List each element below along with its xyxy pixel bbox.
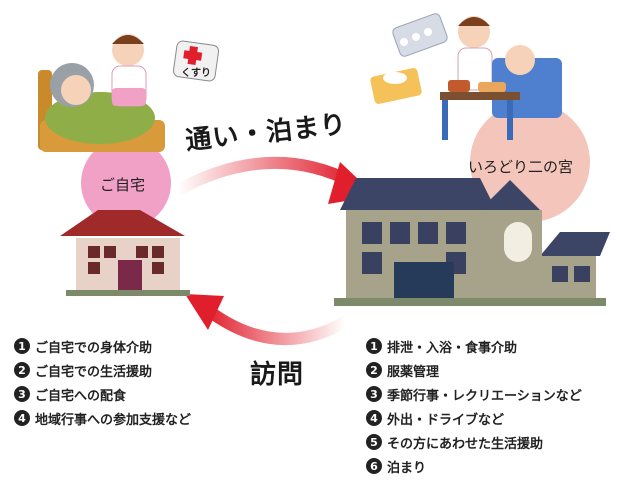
list-item-text: ご自宅への配食 <box>35 388 127 404</box>
number-badge: 4 <box>14 410 30 426</box>
list-item-text: その方にあわせた生活援助 <box>387 436 544 452</box>
home-service-list: 1 ご自宅での身体介助 2 ご自宅での生活援助 3 ご自宅への配食 4 地域行事への参加… <box>14 334 191 430</box>
number-badge: 1 <box>14 338 30 354</box>
list-item-text: 排泄・入浴・食事介助 <box>387 340 518 356</box>
facility-service-list: 1 排泄・入浴・食事介助 2 服薬管理 3 季節行事・レクリエーションなど 4 外出・ド… <box>366 334 582 478</box>
list-item-text: 季節行事・レクリエーションなど <box>387 388 582 404</box>
home-visit-label: 訪問 <box>250 360 305 390</box>
list-item: 6 泊まり <box>366 454 582 478</box>
number-badge: 3 <box>14 386 30 402</box>
medicine-box: くすり <box>172 38 220 84</box>
list-item: 4 外出・ドライブなど <box>366 406 582 430</box>
list-item-text: ご自宅での生活援助 <box>35 364 153 380</box>
list-item: 3 ご自宅への配食 <box>14 382 191 406</box>
list-item-text: 外出・ドライブなど <box>387 412 505 428</box>
list-item-text: ご自宅での身体介助 <box>35 340 153 356</box>
number-badge: 6 <box>366 458 382 474</box>
home-house <box>60 210 190 296</box>
number-badge: 1 <box>366 338 382 354</box>
home-circle <box>81 138 171 228</box>
facility-label: いろどり二の宮 <box>468 158 574 176</box>
medicine-label: くすり <box>181 68 211 79</box>
list-item: 5 その方にあわせた生活援助 <box>366 430 582 454</box>
number-badge: 2 <box>366 362 382 378</box>
list-item: 1 排泄・入浴・食事介助 <box>366 334 582 358</box>
home-care-illustration <box>38 34 165 152</box>
facility-building <box>334 178 610 306</box>
number-badge: 5 <box>366 434 382 450</box>
home-visit-arrow <box>185 294 351 345</box>
list-item-text: 地域行事への参加支援など <box>35 412 192 428</box>
list-item-text: 泊まり <box>387 460 427 476</box>
list-item: 4 地域行事への参加支援など <box>14 406 191 430</box>
number-badge: 3 <box>366 386 382 402</box>
number-badge: 2 <box>14 362 30 378</box>
home-label: ご自宅 <box>100 176 146 194</box>
number-badge: 4 <box>366 410 382 426</box>
medicine-icon <box>172 40 220 82</box>
list-item: 3 季節行事・レクリエーションなど <box>366 382 582 406</box>
list-item: 2 服薬管理 <box>366 358 582 382</box>
list-item: 1 ご自宅での身体介助 <box>14 334 191 358</box>
facility-care-illustration <box>370 13 562 140</box>
list-item-text: 服薬管理 <box>387 364 440 380</box>
list-item: 2 ご自宅での生活援助 <box>14 358 191 382</box>
